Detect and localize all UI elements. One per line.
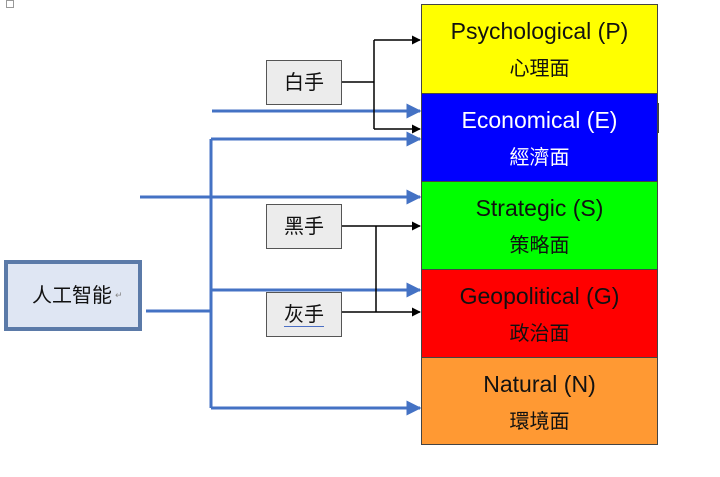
white-hand-label: 白手 xyxy=(284,70,324,94)
category-en-label: Economical (E) xyxy=(461,107,618,133)
ai-source-label: 人工智能 xyxy=(32,283,112,307)
ai-connectors xyxy=(140,103,422,416)
white-hand-connectors xyxy=(342,35,421,134)
anchor-mark xyxy=(6,0,14,8)
ai-source-box: 人工智能↵ xyxy=(4,260,142,331)
category-natural: Natural (N) 環境面 xyxy=(421,357,658,445)
black-hand-box: 黑手 xyxy=(266,204,342,249)
category-psychological: Psychological (P) 心理面 xyxy=(421,4,658,94)
category-geopolitical: Geopolitical (G) 政治面 xyxy=(421,269,658,358)
category-en-label: Natural (N) xyxy=(483,371,596,397)
category-zh-label: 政治面 xyxy=(509,321,570,345)
gray-hand-label: 灰手 xyxy=(284,302,324,327)
paragraph-mark-icon: ↵ xyxy=(115,291,123,301)
category-en-label: Psychological (P) xyxy=(450,18,629,44)
black-gray-hand-connectors xyxy=(342,221,421,317)
category-strategic: Strategic (S) 策略面 xyxy=(421,181,658,270)
category-economical: Economical (E) 經濟面 xyxy=(421,93,658,182)
category-en-label: Geopolitical (G) xyxy=(459,283,620,309)
gray-hand-box: 灰手 xyxy=(266,292,342,337)
category-zh-label: 環境面 xyxy=(509,409,570,433)
category-zh-label: 經濟面 xyxy=(509,145,570,169)
category-zh-label: 策略面 xyxy=(509,233,570,257)
black-hand-label: 黑手 xyxy=(284,214,324,238)
category-en-label: Strategic (S) xyxy=(475,195,604,221)
white-hand-box: 白手 xyxy=(266,60,342,105)
category-zh-label: 心理面 xyxy=(509,56,570,80)
